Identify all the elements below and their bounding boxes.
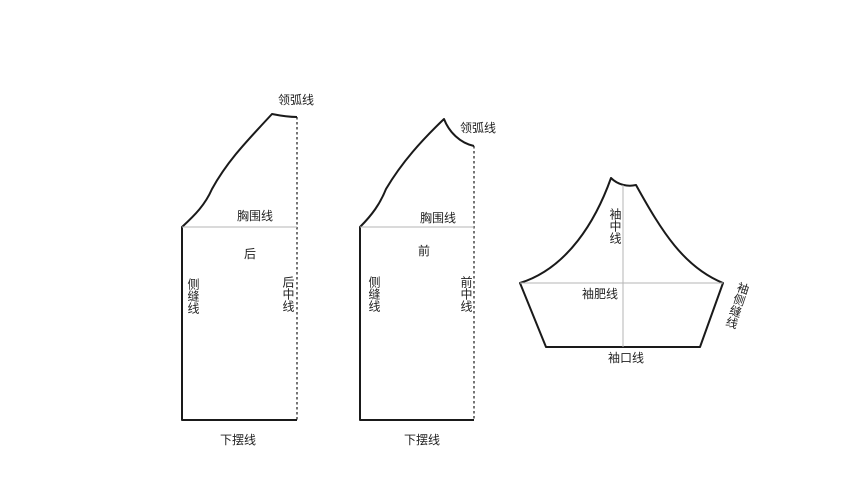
front-hem-label: 下摆线 <box>404 433 440 447</box>
back-piece-label: 后 <box>244 247 256 261</box>
back-neckline-label: 领弧线 <box>278 93 314 107</box>
back-center-label: 后中线 <box>281 276 295 312</box>
front-chest-label: 胸围线 <box>420 210 456 225</box>
front-outline <box>359 118 475 421</box>
sleeve-side-seam-label: 袖侧缝线 <box>723 279 752 330</box>
sleeve-piece: 袖中线 袖肥线 袖口线 袖侧缝线 <box>519 177 752 365</box>
back-outline <box>181 113 298 421</box>
back-bodice-piece: 领弧线 胸围线 后 侧缝线 后中线 下摆线 <box>181 93 314 447</box>
sleeve-cuff-label: 袖口线 <box>608 350 644 365</box>
front-center-label: 前中线 <box>459 275 473 312</box>
front-piece-label: 前 <box>418 243 430 258</box>
sleeve-outline <box>519 177 724 348</box>
back-side-seam-label: 侧缝线 <box>186 278 200 314</box>
sleeve-bicep-label: 袖肥线 <box>582 286 618 301</box>
front-side-seam-label: 侧缝线 <box>367 276 381 312</box>
back-hem-label: 下摆线 <box>220 433 256 447</box>
front-neckline-label: 领弧线 <box>460 121 496 135</box>
front-bodice-piece: 领弧线 胸围线 前 侧缝线 前中线 下摆线 <box>359 118 496 447</box>
back-chest-label: 胸围线 <box>237 208 273 223</box>
sleeve-center-label: 袖中线 <box>608 207 622 244</box>
